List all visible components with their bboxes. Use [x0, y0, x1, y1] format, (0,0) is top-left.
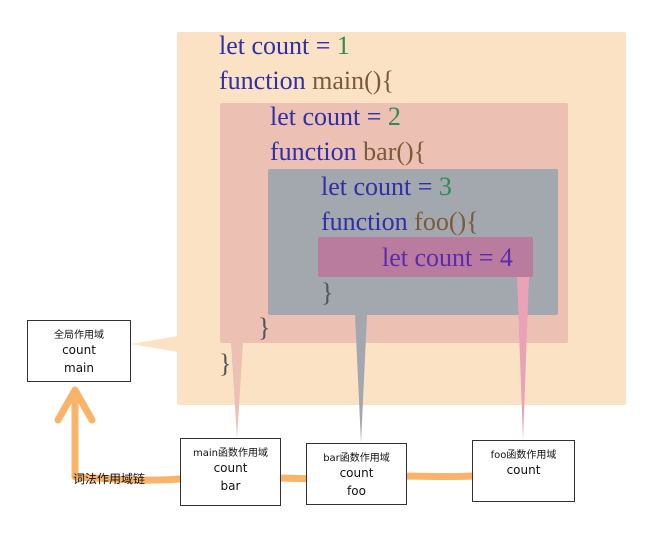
- global-callout: [131, 336, 178, 352]
- code-line-foo-count: let count = 4: [382, 243, 513, 272]
- code-keyword: let count =: [321, 172, 439, 201]
- foo-callout: [517, 277, 529, 440]
- box-var: count: [339, 466, 374, 480]
- box-title: 全局作用域: [54, 330, 104, 341]
- bar-scope-box: bar函数作用域 count foo: [306, 443, 407, 505]
- box-var: main: [64, 361, 94, 375]
- code-line-main-count: let count = 2: [270, 102, 401, 132]
- code-function-name: main(){: [312, 66, 394, 95]
- box-var: count: [506, 463, 541, 477]
- code-line-main-decl: function main(){: [219, 66, 394, 96]
- code-function-name: bar(){: [363, 137, 427, 166]
- box-var: bar: [220, 479, 241, 493]
- code-close-main: }: [219, 349, 232, 378]
- code-close-foo: }: [321, 278, 334, 307]
- box-title: foo函数作用域: [490, 450, 557, 461]
- box-title: main函数作用域: [193, 448, 268, 459]
- foo-scope-box: foo函数作用域 count: [472, 440, 575, 502]
- main-scope-box: main函数作用域 count bar: [180, 438, 281, 506]
- code-keyword: let count =: [270, 102, 388, 131]
- main-callout: [231, 343, 243, 438]
- bar-callout: [355, 315, 367, 443]
- code-number: 3: [438, 172, 452, 201]
- code-keyword: let count =: [219, 31, 337, 60]
- code-line-foo-decl: function foo(){: [321, 207, 479, 237]
- code-line-global-count: let count = 1: [219, 31, 350, 61]
- global-scope-box: 全局作用域 count main: [27, 320, 131, 382]
- code-number: 2: [387, 102, 401, 131]
- code-function-name: foo(){: [414, 207, 479, 236]
- foo-scope-area: [318, 237, 533, 277]
- code-keyword: function: [321, 207, 415, 236]
- code-line-bar-count: let count = 3: [321, 172, 452, 202]
- box-var: count: [62, 343, 96, 357]
- code-line-bar-decl: function bar(){: [270, 137, 426, 167]
- box-title: bar函数作用域: [323, 453, 390, 464]
- scope-chain-label: 词法作用域链: [73, 472, 146, 486]
- box-var: foo: [347, 484, 366, 498]
- code-keyword: function: [270, 137, 364, 166]
- code-close-bar: }: [258, 313, 271, 342]
- code-keyword: function: [219, 66, 313, 95]
- scope-chain-arrowhead: [54, 386, 96, 424]
- box-var: count: [213, 461, 248, 475]
- code-number: 1: [336, 31, 350, 60]
